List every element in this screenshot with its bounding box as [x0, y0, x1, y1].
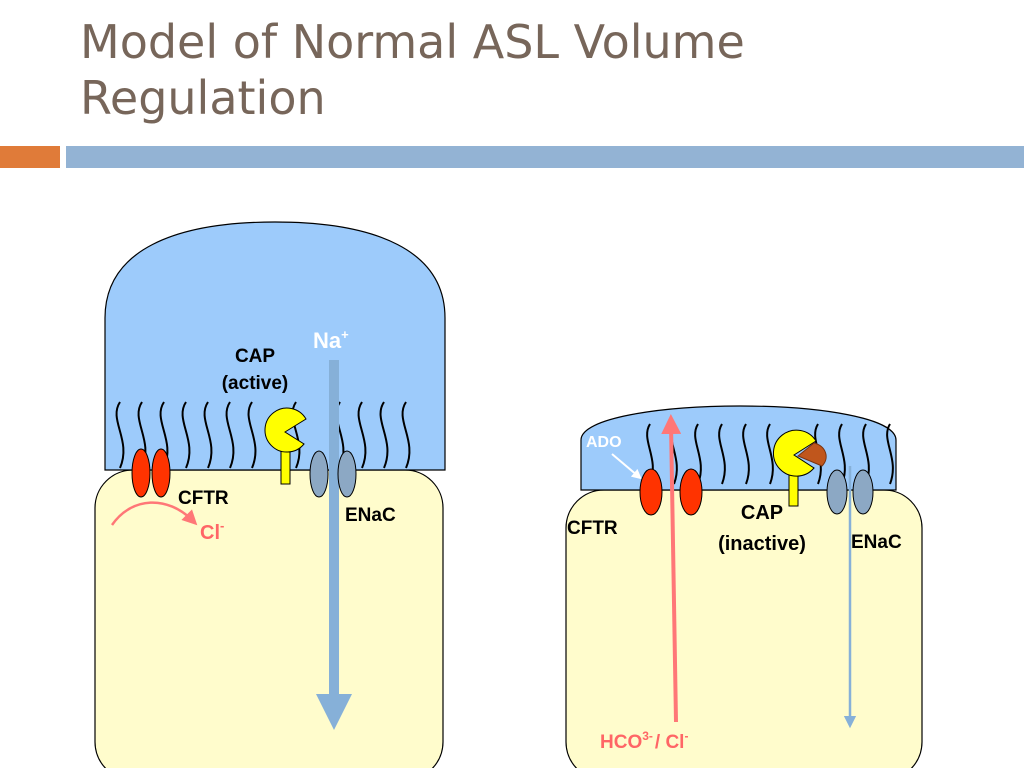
left-cap-active-protein: [264, 407, 307, 485]
left-cap-label-line2: (active): [222, 373, 289, 394]
left-na-label: Na+: [313, 327, 349, 353]
slide-title: Model of Normal ASL Volume Regulation: [80, 15, 745, 125]
right-hco3-arrow: [661, 414, 682, 723]
right-enac-channel-a: [826, 469, 848, 515]
right-cap-inactive-protein: [772, 429, 827, 507]
right-cap-inhibitor: [797, 442, 827, 467]
right-panel: ADO CFTR CAP (inactive) ENaC HCO3-/ Cl-: [565, 405, 923, 768]
left-enac-channel-a: [309, 450, 329, 498]
left-cftr-label: CFTR: [178, 488, 229, 509]
right-ado-arrow: [611, 453, 642, 480]
accent-bar-blue: [66, 146, 1024, 168]
accent-bar-orange: [0, 146, 60, 168]
left-cl-label: Cl-: [200, 518, 224, 544]
right-cftr-label: CFTR: [567, 518, 618, 539]
left-cftr-channel-b: [151, 448, 171, 498]
left-cap-label-line1: CAP: [235, 346, 275, 367]
right-cftr-channel-a: [639, 468, 663, 516]
left-cftr-channel-a: [131, 448, 151, 498]
right-cftr-channel-b: [679, 468, 703, 516]
left-enac-channel-b: [337, 450, 357, 498]
left-na-arrowhead: [316, 694, 352, 730]
left-panel: Na+ CAP (active) CFTR ENaC Cl-: [94, 221, 446, 768]
right-cap-label-line2: (inactive): [718, 533, 806, 555]
right-cap-label-line1: CAP: [741, 502, 783, 524]
right-hco3-cl-label: HCO3-/ Cl-: [600, 729, 688, 753]
right-ado-label: ADO: [586, 434, 622, 451]
right-enac-channel-b: [852, 469, 874, 515]
left-cl-curve-arrow: [110, 501, 198, 526]
right-enac-label: ENaC: [851, 532, 902, 553]
left-enac-label: ENaC: [345, 505, 396, 526]
